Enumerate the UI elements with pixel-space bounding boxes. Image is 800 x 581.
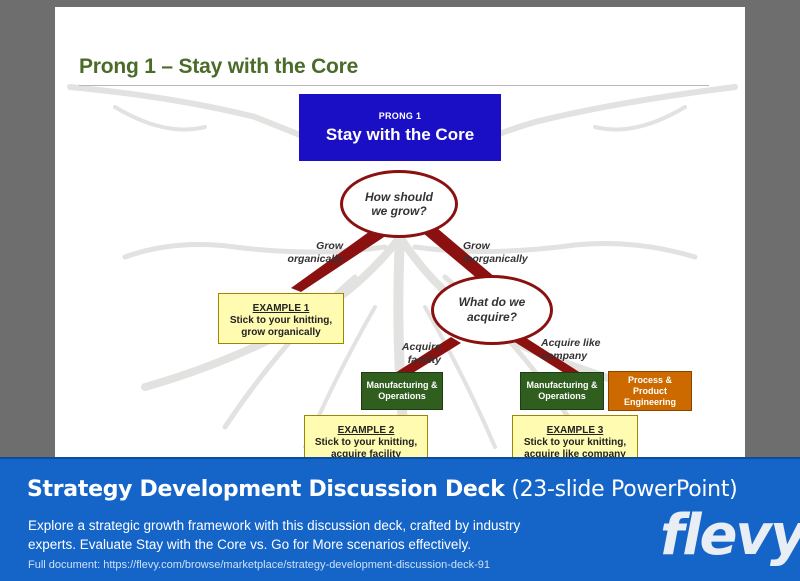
promo-banner: Strategy Development Discussion Deck (23… xyxy=(0,457,800,581)
label-grow-organically-text: Grow organically xyxy=(287,240,343,265)
label-grow-inorganically: Grow inorganically xyxy=(463,240,553,266)
oval-how-should-we-grow: How should we grow? xyxy=(340,170,458,238)
label-acquire-like-company: Acquire like company xyxy=(541,337,621,363)
label-acquire-facility-text: Acquire facility xyxy=(401,341,441,366)
process-product-engineering-text: Process & Product Engineering xyxy=(623,374,676,407)
slide: Prong 1 – Stay with the Core PRONG 1 Sta… xyxy=(55,7,745,457)
example-1-line1: Stick to your knitting, xyxy=(229,315,333,326)
oval-acquire-text: What do we acquire? xyxy=(458,295,526,324)
prong-box: PRONG 1 Stay with the Core xyxy=(299,94,501,161)
banner-title-bold: Strategy Development Discussion Deck xyxy=(27,477,505,502)
banner-title: Strategy Development Discussion Deck (23… xyxy=(27,477,738,502)
example-3-callout: EXAMPLE 3 Stick to your knitting, acquir… xyxy=(512,415,638,457)
manufacturing-operations-box-right: Manufacturing & Operations xyxy=(520,372,604,410)
label-acquire-like-company-text: Acquire like company xyxy=(541,337,601,362)
example-2-title: EXAMPLE 2 xyxy=(337,425,395,436)
label-grow-inorganically-text: Grow inorganically xyxy=(463,240,528,265)
banner-title-light: (23-slide PowerPoint) xyxy=(511,477,738,502)
prong-title: Stay with the Core xyxy=(325,125,475,144)
full-document-link[interactable]: Full document: https://flevy.com/browse/… xyxy=(28,559,490,571)
example-2-line1: Stick to your knitting, xyxy=(314,437,418,448)
tree-background-graphic xyxy=(67,84,738,452)
example-2-callout: EXAMPLE 2 Stick to your knitting, acquir… xyxy=(304,415,428,457)
slide-title: Prong 1 – Stay with the Core xyxy=(79,55,359,78)
title-divider xyxy=(79,85,709,86)
banner-description: Explore a strategic growth framework wit… xyxy=(28,518,521,552)
example-1-line2: grow organically xyxy=(241,327,321,338)
flevy-logo[interactable]: flevy xyxy=(660,503,800,568)
example-3-line2: acquire like company xyxy=(524,449,626,457)
manufacturing-operations-box-left: Manufacturing & Operations xyxy=(361,372,443,410)
oval-grow-text: How should we grow? xyxy=(365,190,433,218)
example-1-callout: EXAMPLE 1 Stick to your knitting, grow o… xyxy=(218,293,344,344)
manufacturing-operations-right-text: Manufacturing & Operations xyxy=(526,380,598,401)
example-3-line1: Stick to your knitting, xyxy=(523,437,627,448)
example-1-title: EXAMPLE 1 xyxy=(252,303,310,314)
label-grow-organically: Grow organically xyxy=(267,240,343,266)
label-acquire-facility: Acquire facility xyxy=(393,341,441,367)
manufacturing-operations-left-text: Manufacturing & Operations xyxy=(366,380,438,401)
example-3-title: EXAMPLE 3 xyxy=(546,425,604,436)
prong-label: PRONG 1 xyxy=(378,111,422,121)
example-2-line2: acquire facility xyxy=(330,449,402,457)
oval-what-do-we-acquire: What do we acquire? xyxy=(431,275,553,345)
process-product-engineering-box: Process & Product Engineering xyxy=(608,371,692,411)
